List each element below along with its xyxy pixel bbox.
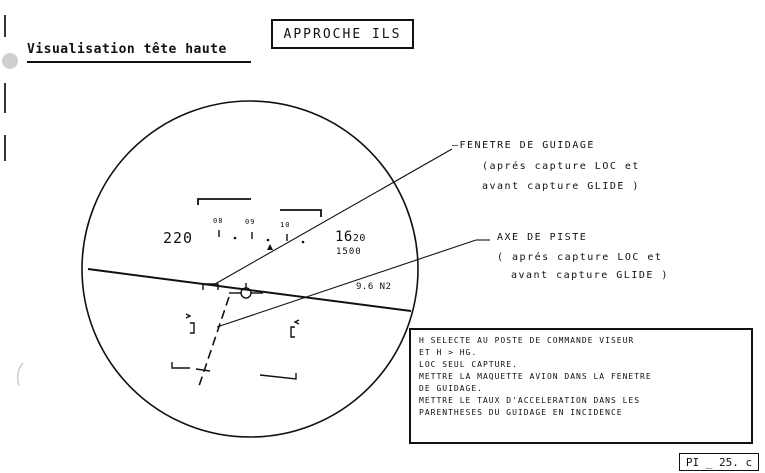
leader-line-guidage: [214, 148, 453, 285]
note-line: METTRE LE TAUX D'ACCELERATION DANS LES: [419, 396, 641, 405]
note-line: ET H > HG.: [419, 348, 478, 357]
subtitle-underline: [27, 61, 251, 63]
procedure-notes: H SELECTE AU POSTE DE COMMANDE VISEUR ET…: [409, 328, 753, 444]
altitude-main-value: 16: [335, 229, 353, 245]
note-line: LOC SEUL CAPTURE.: [419, 360, 518, 369]
heading-label-10: 10: [280, 221, 291, 229]
page-reference-text: PI _ 25. c: [685, 455, 753, 469]
callout-guidage-line2: avant capture GLIDE ): [482, 181, 640, 192]
distance-readout: 9.6 N2: [356, 282, 392, 292]
altitude-sub-value: 20: [352, 233, 366, 244]
title-box: APPROCHE ILS: [271, 19, 414, 49]
note-line: H SELECTE AU POSTE DE COMMANDE VISEUR: [419, 336, 635, 345]
edge-mark: [4, 15, 6, 37]
speed-readout: 220: [163, 229, 194, 247]
page-reference: PI _ 25. c: [679, 453, 759, 471]
heading-dot: [233, 236, 237, 240]
guidage-window-left: [197, 198, 251, 205]
callout-piste-line2: avant capture GLIDE ): [511, 270, 669, 281]
hud-circle: [81, 100, 419, 438]
bracket-caret-left: [185, 313, 192, 319]
callout-guidage-line1: (aprés capture LOC et: [482, 161, 640, 172]
binder-hole: [2, 53, 18, 69]
note-line: METTRE LA MAQUETTE AVION DANS LA FENETRE: [419, 372, 652, 381]
heading-label-08: 08: [213, 217, 224, 225]
callout-guidage-label: —FENETRE DE GUIDAGE: [452, 140, 595, 151]
lower-mark-left-dash: [195, 368, 211, 372]
heading-caret: [267, 244, 273, 250]
edge-mark: [4, 83, 6, 113]
heading-dot: [301, 240, 305, 244]
note-line: DE GUIDAGE.: [419, 384, 483, 393]
callout-piste-label: AXE DE PISTE: [497, 232, 588, 243]
leader-line-piste: [216, 239, 477, 328]
altitude-main: 1620: [335, 229, 366, 245]
lower-mark-right: [259, 373, 297, 380]
lower-mark-left: [171, 362, 190, 369]
bracket-caret-right: [293, 319, 300, 325]
bracket-left: [190, 322, 195, 334]
heading-dot: [266, 238, 270, 242]
bracket-right: [290, 326, 295, 338]
callout-piste-line1: ( aprés capture LOC et: [497, 252, 663, 263]
aircraft-square: [202, 283, 219, 290]
altitude-setting: 1500: [336, 247, 362, 257]
guidage-window-right: [280, 209, 322, 217]
page-title: APPROCHE ILS: [283, 26, 402, 42]
note-line: PARENTHESES DU GUIDAGE EN INCIDENCE: [419, 408, 623, 417]
heading-label-09: 09: [245, 218, 256, 226]
subtitle: Visualisation tête haute: [27, 42, 227, 57]
edge-mark: [4, 135, 6, 161]
margin-mark: [16, 362, 24, 387]
runway-axis-line: [198, 296, 230, 387]
